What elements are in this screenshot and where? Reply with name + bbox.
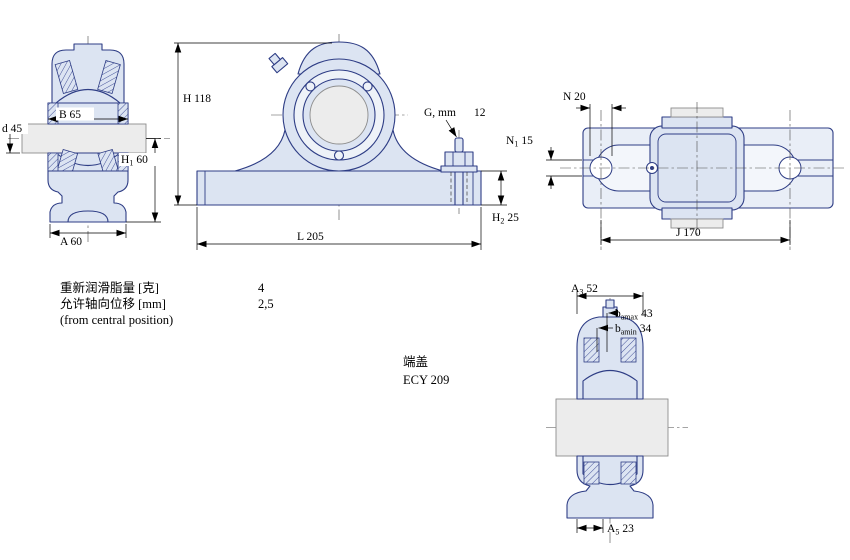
dim-N-label: N 20	[563, 91, 586, 103]
dim-B-label: B 65	[59, 109, 81, 121]
roller-section	[620, 337, 637, 363]
spec-notes: 重新润滑脂量 [克] 4 允许轴向位移 [mm] 2,5 (from centr…	[60, 280, 274, 327]
cap-screw	[362, 81, 373, 92]
shaft-side	[555, 398, 669, 457]
locknut-section	[117, 102, 129, 125]
bolt-stud	[454, 171, 464, 206]
regrease-label: 重新润滑脂量 [克]	[60, 280, 159, 295]
base-arch	[67, 210, 109, 223]
end-cover-note: 端盖 ECY 209	[403, 355, 449, 387]
dimension-B: B 65	[48, 107, 128, 123]
shaft-end	[309, 85, 369, 145]
dim-H-label: H 118	[183, 93, 211, 105]
inner-ring-upper	[582, 369, 638, 400]
washer	[440, 165, 478, 173]
dimension-L: L 205	[196, 207, 482, 250]
dim-J-label: J 170	[676, 227, 701, 239]
sleeve-section	[47, 152, 59, 172]
cap-screw	[305, 81, 316, 92]
grease-nipple	[268, 52, 289, 74]
bolt-stud-tip	[454, 137, 464, 153]
dimension-N: N 20	[563, 91, 626, 156]
axial-displacement-label: 允许轴向位移 [mm]	[60, 296, 166, 311]
end-cover-value: ECY 209	[403, 373, 449, 387]
housing-base	[196, 170, 482, 206]
shaft	[21, 123, 147, 154]
roller-section	[583, 461, 600, 485]
dim-L-label: L 205	[297, 231, 324, 243]
roller-section	[620, 461, 637, 485]
roller-section	[54, 60, 79, 94]
roller-section	[97, 60, 121, 94]
axial-displacement-value: 2,5	[258, 297, 274, 311]
axial-displacement-note: (from central position)	[60, 313, 173, 327]
dimension-H: H 118	[174, 42, 332, 206]
dim-d-label: d 45	[2, 123, 22, 135]
regrease-value: 4	[258, 281, 265, 295]
attachment-bolt	[440, 137, 478, 206]
dimension-J: J 170	[600, 220, 791, 245]
lower-bearing-housing	[47, 148, 129, 223]
dimension-A: A 60	[49, 224, 127, 248]
dim-A-label: A 60	[60, 236, 82, 248]
cap-screw	[333, 150, 345, 161]
hex-nut	[444, 151, 474, 167]
grease-nipple-tip	[605, 299, 615, 309]
end-cover-label: 端盖	[403, 355, 428, 369]
dimension-d: d 45	[0, 122, 28, 154]
roller-section	[583, 337, 600, 363]
